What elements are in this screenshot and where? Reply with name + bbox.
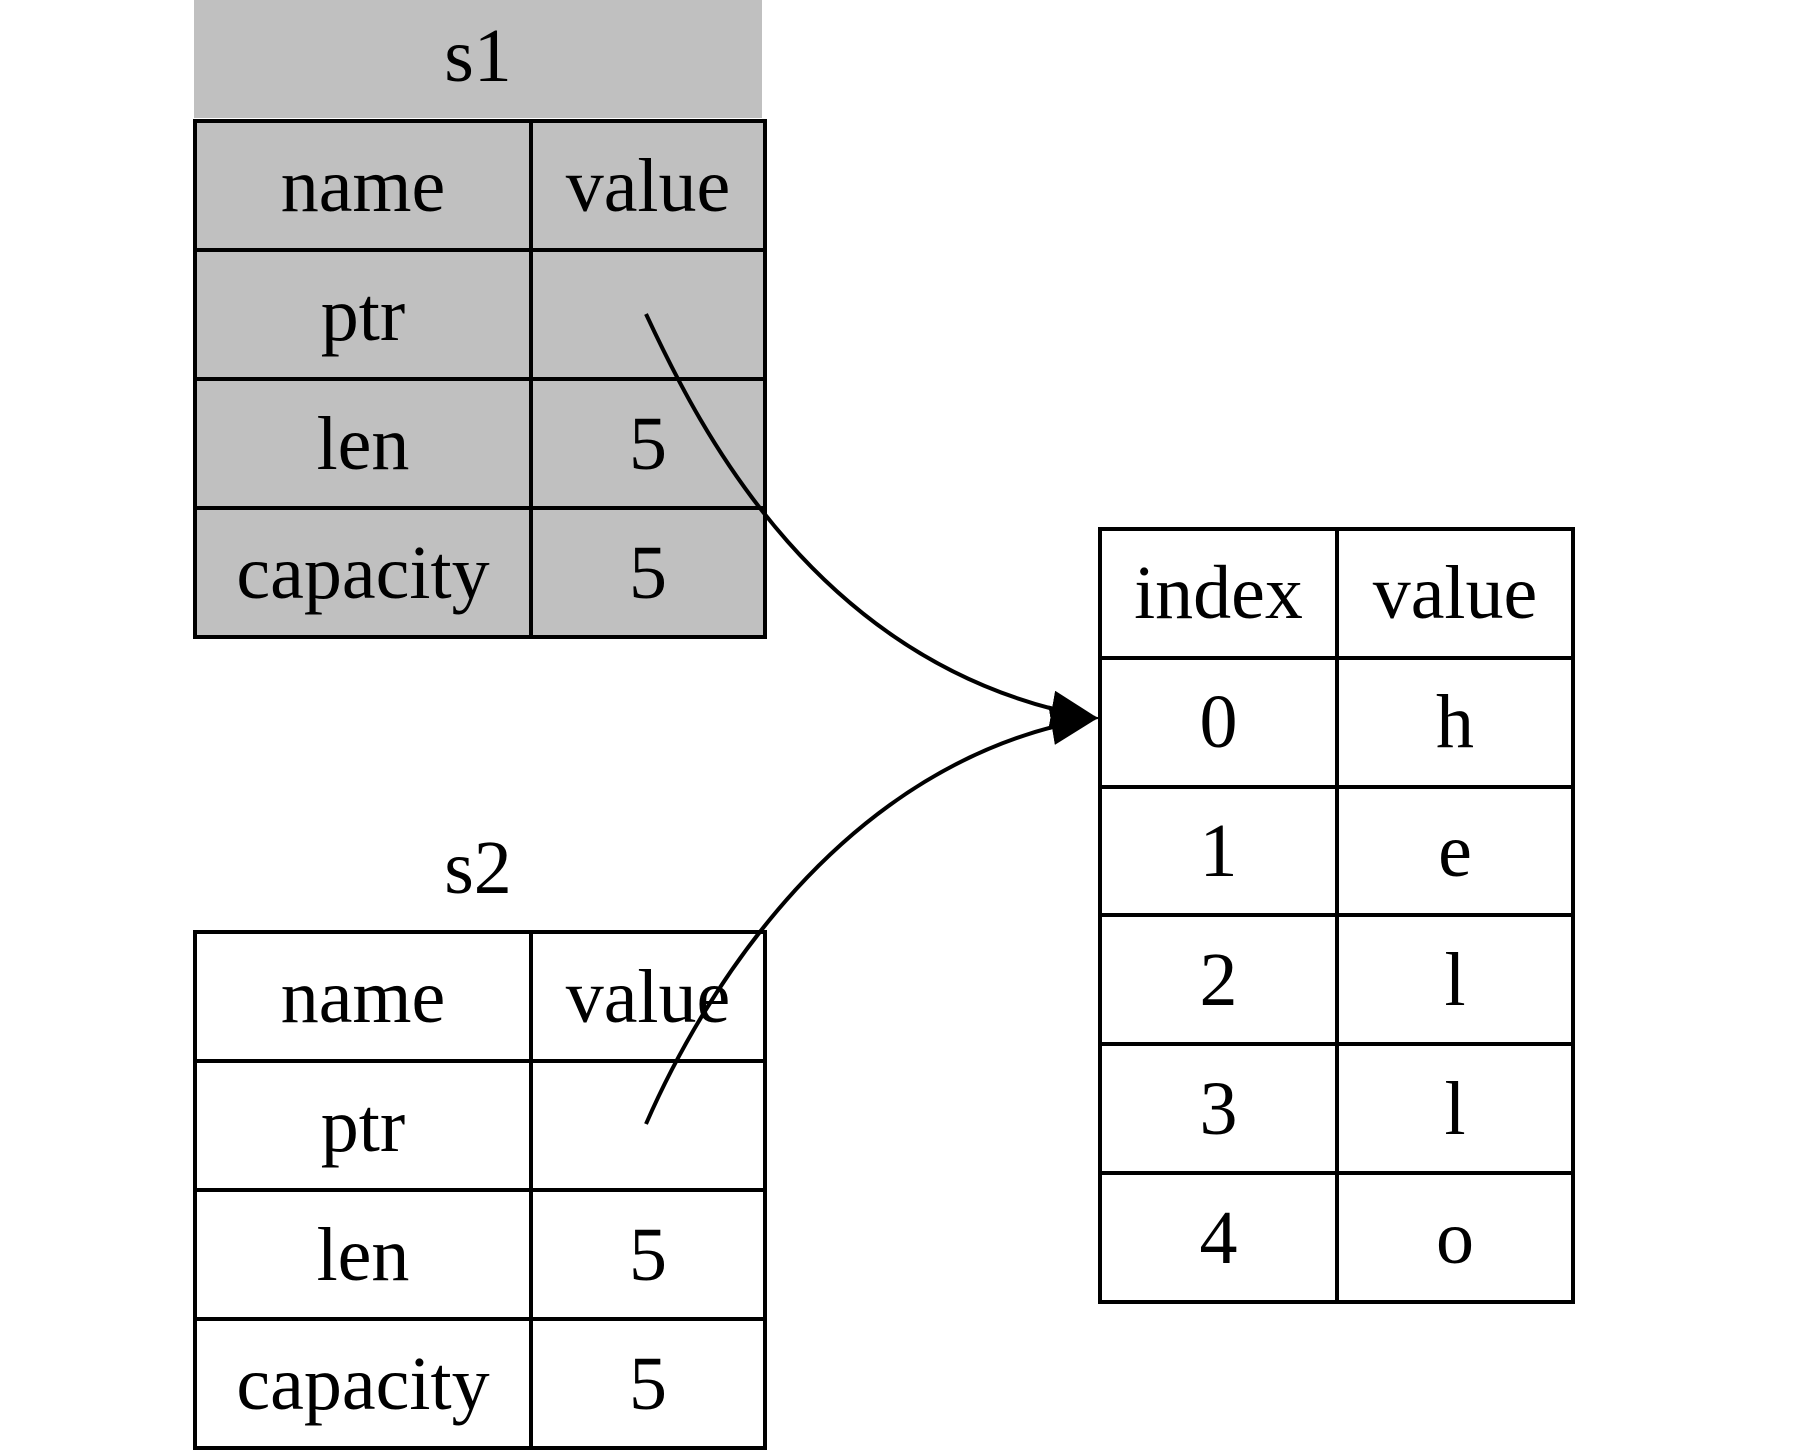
heap-header-row: index value — [1098, 527, 1575, 660]
s2-row-name: ptr — [193, 1059, 533, 1192]
s1-ptr-value-cell — [529, 248, 767, 381]
s1-row-value: 5 — [529, 506, 767, 639]
heap-table: index value 0 h 1 e 2 l 3 l 4 o — [1098, 527, 1575, 1304]
s2-ptr-value-cell — [529, 1059, 767, 1192]
s1-title: s1 — [444, 14, 512, 98]
heap-row-value: e — [1335, 784, 1575, 918]
s2-header-row: name value — [193, 930, 767, 1063]
s1-row-name: capacity — [193, 506, 533, 639]
s2-row-name: capacity — [193, 1317, 533, 1450]
s2-row-ptr: ptr — [193, 1059, 767, 1192]
s2-table: name value ptr len 5 capacity 5 — [193, 930, 767, 1450]
s1-table: name value ptr len 5 capacity 5 — [193, 119, 767, 639]
heap-row-value: l — [1335, 1042, 1575, 1176]
s1-row-name: len — [193, 377, 533, 510]
s2-row-value: 5 — [529, 1317, 767, 1450]
heap-row-index: 4 — [1098, 1171, 1339, 1304]
s1-row-len: len 5 — [193, 377, 767, 510]
s1-row-ptr: ptr — [193, 248, 767, 381]
s2-row-value: 5 — [529, 1188, 767, 1321]
heap-row: 1 e — [1098, 784, 1575, 918]
heap-header-index: index — [1098, 527, 1339, 660]
s2-header-name: name — [193, 930, 533, 1063]
s2-header-value: value — [529, 930, 767, 1063]
heap-row-value: l — [1335, 913, 1575, 1047]
heap-row-index: 0 — [1098, 655, 1339, 789]
s2-row-capacity: capacity 5 — [193, 1317, 767, 1450]
s2-row-name: len — [193, 1188, 533, 1321]
heap-row-index: 2 — [1098, 913, 1339, 1047]
heap-row: 3 l — [1098, 1042, 1575, 1176]
s1-header-row: name value — [193, 119, 767, 252]
heap-row-value: h — [1335, 655, 1575, 789]
heap-row-index: 3 — [1098, 1042, 1339, 1176]
s1-title-background — [194, 0, 762, 118]
heap-header-value: value — [1335, 527, 1575, 660]
s2-row-len: len 5 — [193, 1188, 767, 1321]
heap-row: 2 l — [1098, 913, 1575, 1047]
s1-header-value: value — [529, 119, 767, 252]
s1-header-name: name — [193, 119, 533, 252]
heap-row: 4 o — [1098, 1171, 1575, 1304]
s1-row-capacity: capacity 5 — [193, 506, 767, 639]
heap-row-value: o — [1335, 1171, 1575, 1304]
s1-row-name: ptr — [193, 248, 533, 381]
s1-row-value: 5 — [529, 377, 767, 510]
heap-row-index: 1 — [1098, 784, 1339, 918]
heap-row: 0 h — [1098, 655, 1575, 789]
s2-title: s2 — [444, 826, 512, 910]
